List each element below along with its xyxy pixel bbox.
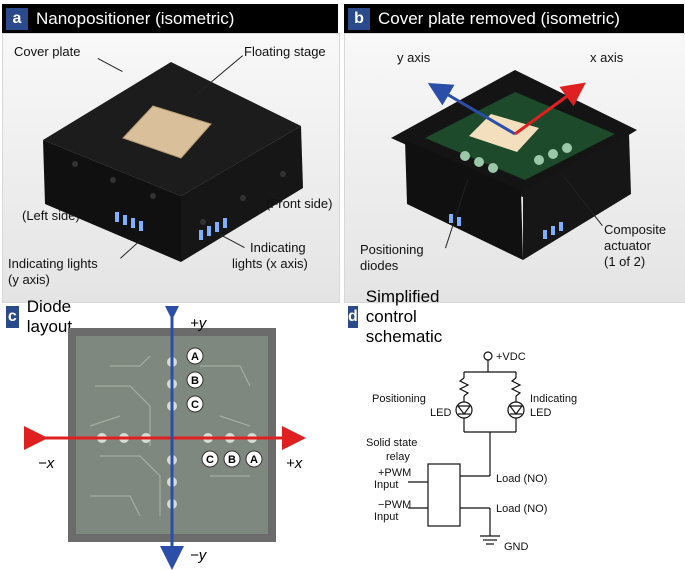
label-pwm-plus-2: Input xyxy=(374,479,398,491)
label-indicating-lights-x-1: Indicating xyxy=(250,240,306,255)
panel-d-header: d Simplified control schematic xyxy=(344,287,455,346)
label-composite-actuator-2: actuator xyxy=(604,238,651,253)
label-pwm-minus-1: −PWM xyxy=(378,499,411,511)
panel-a-photo xyxy=(2,33,340,303)
marker-a-x: A xyxy=(250,454,258,466)
label-front-side: (Front side) xyxy=(266,196,333,211)
label-indicating-lights-x-2: lights (x axis) xyxy=(232,256,308,271)
label-vdc: +VDC xyxy=(496,351,526,363)
panel-b-letter: b xyxy=(348,7,370,30)
panel-c-letter: c xyxy=(6,305,19,328)
label-pwm-minus-2: Input xyxy=(374,511,398,523)
open-nanopositioner-photo xyxy=(345,34,685,302)
panel-d-letter: d xyxy=(348,305,358,328)
label-gnd: GND xyxy=(504,541,529,553)
label-pwm-plus-1: +PWM xyxy=(378,467,411,479)
label-ssr-2: relay xyxy=(386,451,410,463)
panel-c-header: c Diode layout xyxy=(2,297,81,336)
label-composite-actuator-1: Composite xyxy=(604,222,667,237)
panel-d-title: Simplified control schematic xyxy=(365,286,443,346)
marker-b-y: B xyxy=(191,375,199,387)
diode-layout-diagram: A B C C B A +y −y −x +x xyxy=(24,306,306,570)
indicating-lights-y xyxy=(115,212,143,231)
control-schematic: +VDC Positioning LED Indicating LED Soli… xyxy=(366,351,577,553)
label-indicating-led-2: LED xyxy=(530,407,551,419)
label-plus-y: +y xyxy=(190,315,208,332)
marker-b-x: B xyxy=(228,454,236,466)
y-axis-arrow xyxy=(427,82,516,136)
label-cover-plate: Cover plate xyxy=(14,44,81,59)
floating-stage xyxy=(469,114,539,152)
marker-c-y: C xyxy=(191,399,199,411)
nanopositioner-photo xyxy=(3,34,339,302)
label-positioning-diodes-1: Positioning xyxy=(360,242,424,257)
label-indicating-lights-y-2: (y axis) xyxy=(8,272,50,287)
label-plus-x: +x xyxy=(286,455,303,472)
label-minus-y: −y xyxy=(190,547,208,564)
marker-c-x: C xyxy=(206,454,214,466)
label-ssr-1: Solid state xyxy=(366,437,417,449)
label-load-2: Load (NO) xyxy=(496,503,547,515)
label-load-1: Load (NO) xyxy=(496,473,547,485)
label-composite-actuator-3: (1 of 2) xyxy=(604,254,646,269)
panel-b-photo xyxy=(344,33,685,303)
panel-a-title: Nanopositioner (isometric) xyxy=(36,8,235,28)
label-y-axis: y axis xyxy=(397,50,431,65)
label-left-side: (Left side) xyxy=(22,208,80,223)
label-x-axis: x axis xyxy=(590,50,624,65)
panel-a-letter: a xyxy=(6,7,28,30)
label-positioning-diodes-2: diodes xyxy=(360,258,399,273)
panel-b-title: Cover plate removed (isometric) xyxy=(378,8,620,28)
indicating-lights-x xyxy=(199,218,227,240)
label-indicating-led-1: Indicating xyxy=(530,393,577,405)
panel-c-title: Diode layout xyxy=(26,296,73,336)
panel-a-header: a Nanopositioner (isometric) xyxy=(2,4,338,33)
label-floating-stage: Floating stage xyxy=(244,44,326,59)
marker-a-y: A xyxy=(191,351,199,363)
label-minus-x: −x xyxy=(38,455,55,472)
label-indicating-lights-y-1: Indicating lights xyxy=(8,256,98,271)
label-positioning-led-2: LED xyxy=(430,407,451,419)
floating-stage xyxy=(122,105,212,159)
label-positioning-led-1: Positioning xyxy=(372,393,426,405)
x-axis-arrow xyxy=(514,82,586,136)
panel-b-header: b Cover plate removed (isometric) xyxy=(344,4,684,33)
